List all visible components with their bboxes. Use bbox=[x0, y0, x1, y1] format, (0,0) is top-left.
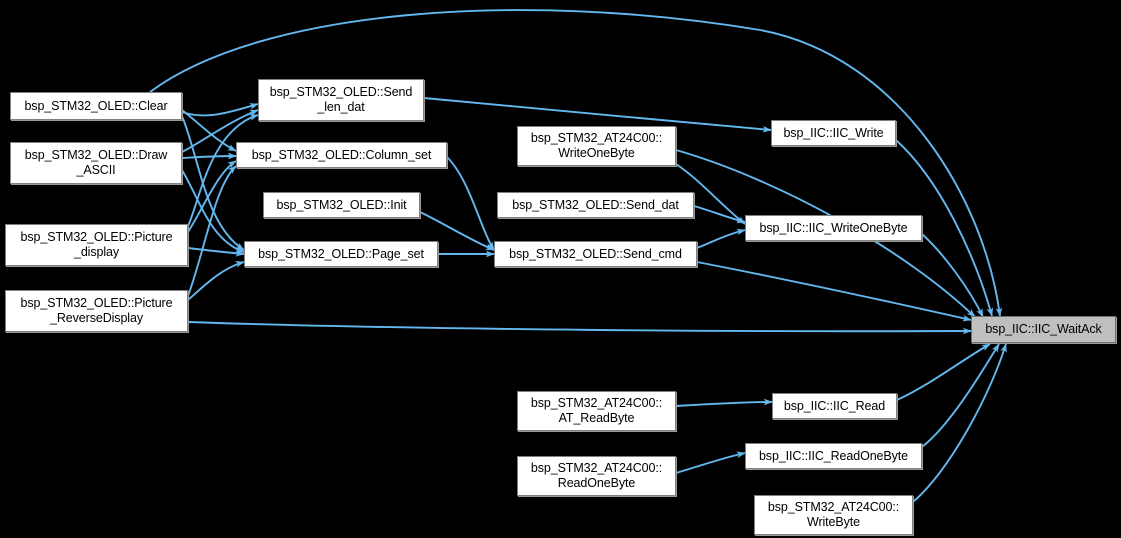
graph-node-label: bsp_STM32_OLED::Send_cmd bbox=[509, 246, 682, 261]
graph-node-label: bsp_STM32_OLED::Init bbox=[276, 197, 407, 212]
graph-node-init[interactable]: bsp_STM32_OLED::Init bbox=[263, 192, 420, 218]
graph-node-send_cmd[interactable]: bsp_STM32_OLED::Send_cmd bbox=[494, 241, 697, 267]
graph-node-iic_read[interactable]: bsp_IIC::IIC_Read bbox=[772, 393, 897, 419]
graph-node-iic_waitack[interactable]: bsp_IIC::IIC_WaitAck bbox=[971, 316, 1116, 343]
graph-node-label: bsp_STM32_OLED::Send_dat bbox=[512, 197, 679, 212]
graph-node-label: bsp_STM32_AT24C00:: ReadOneByte bbox=[530, 461, 663, 490]
graph-node-picture_display[interactable]: bsp_STM32_OLED::Picture _display bbox=[5, 224, 188, 266]
graph-node-label: bsp_STM32_AT24C00:: AT_ReadByte bbox=[530, 396, 663, 425]
graph-node-at_writeonebyte[interactable]: bsp_STM32_AT24C00:: WriteOneByte bbox=[517, 126, 676, 166]
graph-node-send_len_dat[interactable]: bsp_STM32_OLED::Send _len_dat bbox=[258, 79, 424, 121]
graph-node-label: bsp_STM32_OLED::Clear bbox=[24, 98, 168, 113]
graph-node-label: bsp_IIC::IIC_Write bbox=[783, 125, 884, 140]
graph-node-label: bsp_STM32_AT24C00:: WriteOneByte bbox=[530, 131, 663, 160]
graph-node-label: bsp_STM32_OLED::Column_set bbox=[251, 147, 432, 162]
graph-node-at_writebyte[interactable]: bsp_STM32_AT24C00:: WriteByte bbox=[754, 495, 913, 535]
graph-node-picture_reverse[interactable]: bsp_STM32_OLED::Picture _ReverseDisplay bbox=[5, 290, 188, 332]
graph-node-iic_write[interactable]: bsp_IIC::IIC_Write bbox=[771, 120, 896, 146]
graph-node-label: bsp_IIC::IIC_WaitAck bbox=[985, 322, 1102, 336]
graph-node-draw_ascii[interactable]: bsp_STM32_OLED::Draw _ASCII bbox=[10, 142, 182, 184]
graph-node-iic_readonebyte[interactable]: bsp_IIC::IIC_ReadOneByte bbox=[745, 443, 922, 469]
graph-node-label: bsp_STM32_OLED::Picture _display bbox=[20, 230, 173, 259]
graph-node-at_readbyte[interactable]: bsp_STM32_AT24C00:: AT_ReadByte bbox=[517, 391, 676, 431]
graph-node-label: bsp_IIC::IIC_ReadOneByte bbox=[758, 448, 909, 463]
graph-node-label: bsp_STM32_OLED::Picture _ReverseDisplay bbox=[20, 296, 173, 325]
graph-node-label: bsp_STM32_OLED::Page_set bbox=[258, 246, 424, 261]
graph-node-label: bsp_IIC::IIC_WriteOneByte bbox=[759, 220, 908, 235]
graph-node-label: bsp_STM32_OLED::Send _len_dat bbox=[269, 85, 413, 114]
graph-node-label: bsp_STM32_AT24C00:: WriteByte bbox=[767, 500, 900, 529]
graph-node-page_set[interactable]: bsp_STM32_OLED::Page_set bbox=[244, 241, 438, 267]
graph-node-label: bsp_IIC::IIC_Read bbox=[783, 398, 886, 413]
graph-node-label: bsp_STM32_OLED::Draw _ASCII bbox=[24, 148, 168, 177]
graph-node-at_readonebyte[interactable]: bsp_STM32_AT24C00:: ReadOneByte bbox=[517, 456, 676, 496]
graph-node-clear[interactable]: bsp_STM32_OLED::Clear bbox=[10, 92, 182, 120]
graph-node-column_set[interactable]: bsp_STM32_OLED::Column_set bbox=[236, 142, 447, 168]
graph-node-iic_writeonebyte[interactable]: bsp_IIC::IIC_WriteOneByte bbox=[745, 215, 922, 241]
graph-node-send_dat[interactable]: bsp_STM32_OLED::Send_dat bbox=[497, 192, 694, 218]
